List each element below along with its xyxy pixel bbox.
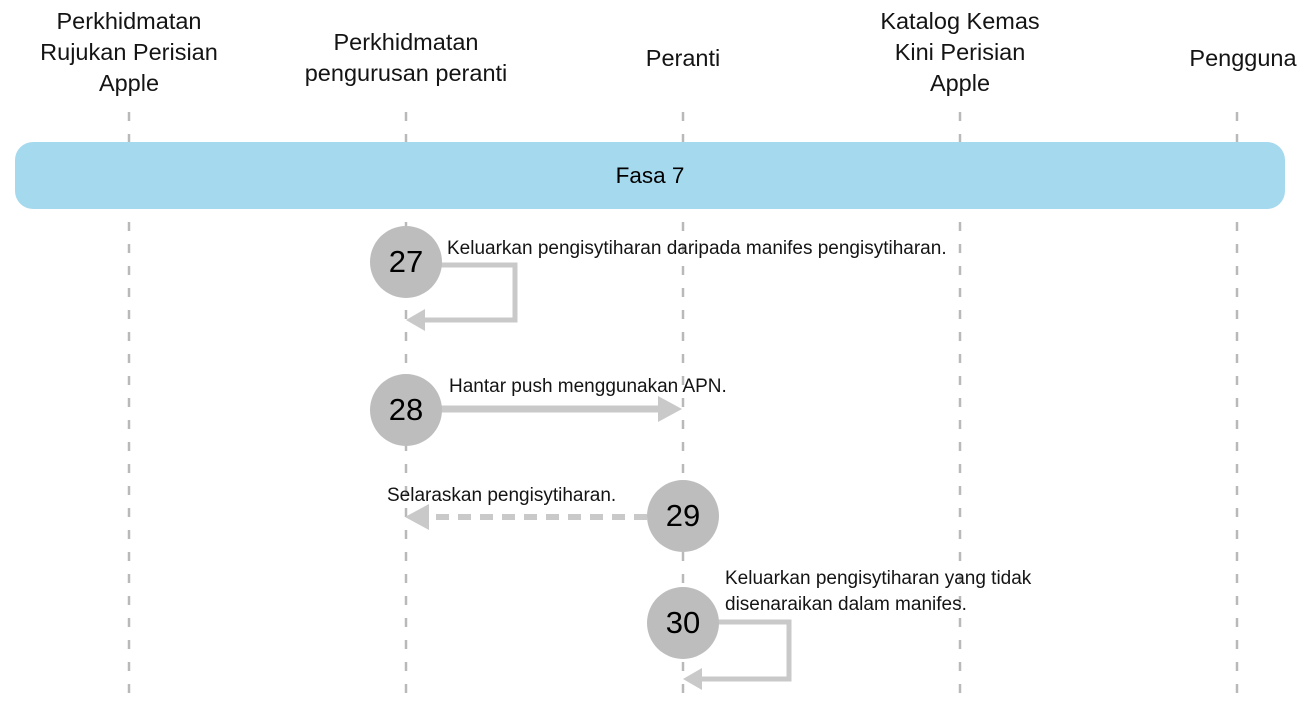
lifeline-header-device: Peranti xyxy=(645,45,721,71)
step-28-circle: 28 xyxy=(370,374,442,446)
step-28-label: Hantar push menggunakan APN. xyxy=(449,376,727,397)
step-27-self-loop-arrow xyxy=(423,262,518,323)
lifeline-header-device-management-service: Perkhidmatan pengurusan peranti xyxy=(304,29,508,86)
phase-banner: Fasa 7 xyxy=(15,142,1285,209)
step-27-label: Keluarkan pengisytiharan daripada manife… xyxy=(447,238,947,259)
step-29-number: 29 xyxy=(665,498,701,533)
step-30-self-loop-arrow xyxy=(700,619,792,682)
lifeline-header-user: Pengguna xyxy=(1189,45,1297,71)
step-27-arrowhead-icon xyxy=(406,309,425,331)
step-29-label: Selaraskan pengisytiharan. xyxy=(387,485,617,506)
step-29-circle: 29 xyxy=(647,480,719,552)
step-28-number: 28 xyxy=(388,392,424,427)
phase-banner-label: Fasa 7 xyxy=(615,162,685,188)
step-30-label: Keluarkan pengisytiharan yang tidak dise… xyxy=(725,568,1032,615)
step-27-circle: 27 xyxy=(370,226,442,298)
step-30-number: 30 xyxy=(665,605,701,640)
lifeline-header-apple-software-lookup-service: Perkhidmatan Rujukan Perisian Apple xyxy=(40,8,218,96)
step-28-arrowhead-icon xyxy=(658,396,682,422)
step-27-number: 27 xyxy=(388,244,424,279)
step-30-arrowhead-icon xyxy=(683,668,702,690)
step-29-arrowhead-icon xyxy=(405,504,429,530)
step-30-circle: 30 xyxy=(647,587,719,659)
lifeline-header-apple-software-update-catalog: Katalog Kemas Kini Perisian Apple xyxy=(880,8,1040,96)
